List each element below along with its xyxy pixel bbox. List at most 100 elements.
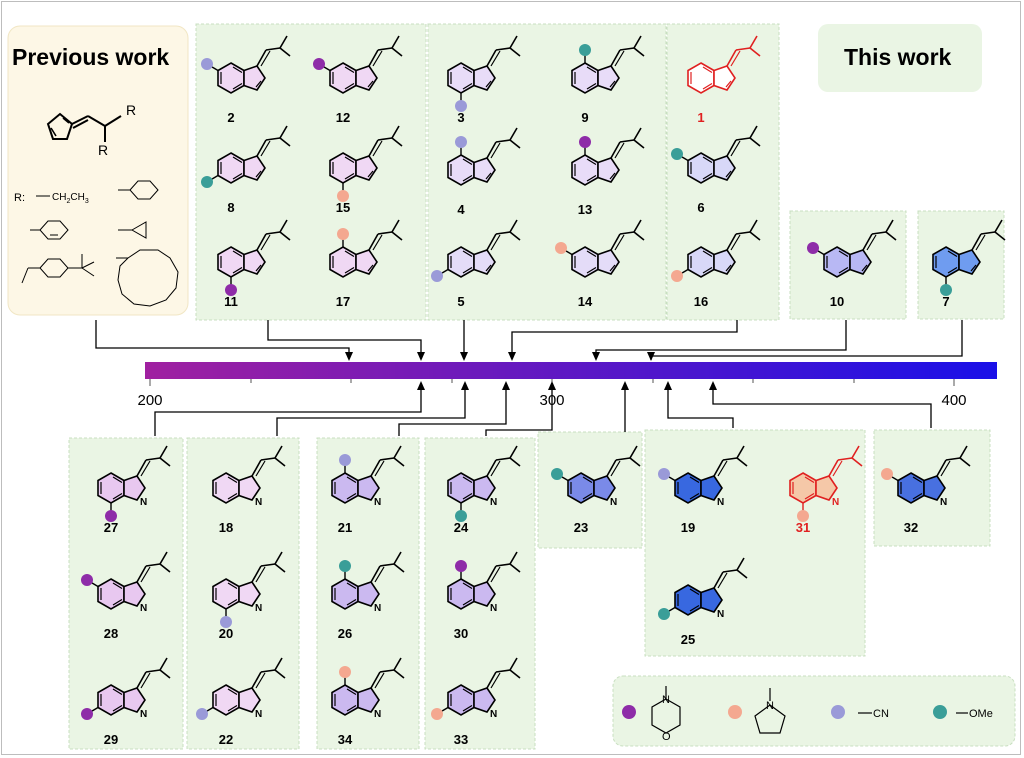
arrowhead (647, 352, 655, 361)
compound-label: 18 (219, 520, 233, 535)
arrowhead (508, 352, 516, 361)
compound-1: 1 (687, 35, 761, 125)
five-membered-ring (849, 249, 872, 275)
compound-31: N31 (789, 445, 863, 535)
compound-label: 11 (224, 294, 238, 309)
nitrogen-atom: N (374, 497, 381, 508)
nitrogen-atom: N (940, 497, 947, 508)
compound-11: 11 (217, 219, 291, 309)
compound-13: 13 (571, 127, 645, 217)
compound-17: 17 (329, 219, 403, 309)
panel-19-25-31 (644, 429, 866, 657)
five-membered-ring (958, 249, 981, 275)
compound-label: 4 (457, 202, 465, 217)
five-membered-ring (123, 475, 146, 501)
legend-panel (612, 675, 1016, 747)
benzene-ring (217, 62, 245, 94)
compound-19: N 19 (658, 445, 748, 535)
compound-label: 7 (942, 294, 949, 309)
pyrrolidine-substituent-dot (555, 242, 567, 254)
morpholine-legend-dot (622, 705, 636, 719)
cyano-substituent-dot (431, 270, 443, 282)
nitrogen-atom: N (140, 709, 147, 720)
nitrogen-atom: N (717, 497, 724, 508)
compound-25: N25 (658, 557, 748, 647)
benzene-ring (789, 472, 817, 504)
five-membered-ring (473, 249, 496, 275)
compound-9: 9 (571, 35, 645, 125)
benzene-ring (212, 472, 240, 504)
nitrogen-atom: N (490, 603, 497, 614)
five-membered-ring (473, 65, 496, 91)
compound-label: 2 (227, 110, 234, 125)
benzene-ring (329, 246, 357, 278)
r-group-label: R (98, 142, 108, 158)
five-membered-ring (700, 587, 723, 613)
cyano-substituent-dot (201, 58, 213, 70)
nitrogen-atom: N (255, 603, 262, 614)
five-membered-ring (357, 687, 380, 713)
five-membered-ring (355, 65, 378, 91)
five-membered-ring (243, 249, 266, 275)
benzene-ring (571, 62, 599, 94)
five-membered-ring (713, 65, 736, 91)
five-membered-ring (597, 157, 620, 183)
methoxy-substituent-dot (671, 148, 683, 160)
methoxy-substituent-dot (658, 608, 670, 620)
cyano-substituent-dot (220, 616, 232, 628)
nitrogen-atom: N (255, 709, 262, 720)
connector-line (154, 383, 422, 436)
methoxy-substituent-dot (940, 284, 952, 296)
benzene-ring (97, 578, 125, 610)
compound-label: 27 (104, 520, 118, 535)
compound-28: N28 (81, 551, 171, 641)
methoxy-label: OMe (969, 708, 993, 720)
five-membered-ring (357, 475, 380, 501)
tert-butylbenzyl-substituent (21, 254, 95, 284)
compound-15: 15 (329, 125, 403, 215)
connector-line (650, 320, 963, 360)
connector-line (712, 383, 932, 428)
arrowhead (502, 381, 510, 390)
benzene-ring (331, 684, 359, 716)
pyrrolidine-substituent-dot (671, 270, 683, 282)
compound-label: 34 (338, 732, 353, 747)
compound-33: N33 (431, 657, 521, 747)
compound-label: 29 (104, 732, 118, 747)
five-membered-ring (355, 155, 378, 181)
benzene-ring (571, 246, 599, 278)
morpholine-substituent-dot (579, 136, 591, 148)
morpholine-structure: N O (651, 686, 681, 743)
compound-label: 14 (578, 294, 593, 309)
previous-work-panel (7, 25, 189, 316)
morpholine-substituent-dot (105, 510, 117, 522)
nitrogen-atom: N (255, 497, 262, 508)
benzene-ring (217, 152, 245, 184)
cyclohexyl-substituent (118, 180, 159, 200)
nitrogen-atom: N (374, 603, 381, 614)
this-work-heading: This work (844, 44, 952, 70)
benzene-ring (212, 578, 240, 610)
methoxy-substituent-dot (339, 560, 351, 572)
benzene-ring (567, 472, 595, 504)
five-membered-ring (597, 65, 620, 91)
compound-label: 17 (336, 294, 350, 309)
compound-7: 7 (932, 219, 1006, 309)
connector-line (595, 320, 847, 358)
methoxy-substituent-dot (455, 510, 467, 522)
benzene-ring (447, 62, 475, 94)
benzene-ring (212, 684, 240, 716)
methoxy-legend-dot (933, 705, 947, 719)
arrowhead (548, 381, 556, 390)
compound-label: 21 (338, 520, 352, 535)
five-membered-ring (357, 581, 380, 607)
compound-14: 14 (555, 219, 645, 309)
compound-label: 12 (336, 110, 350, 125)
compound-label: 19 (681, 520, 695, 535)
benzene-ring (571, 154, 599, 186)
arrowhead (345, 352, 353, 361)
r-substituent-prefix: R: (14, 192, 25, 204)
compound-2: 2 (201, 35, 291, 125)
